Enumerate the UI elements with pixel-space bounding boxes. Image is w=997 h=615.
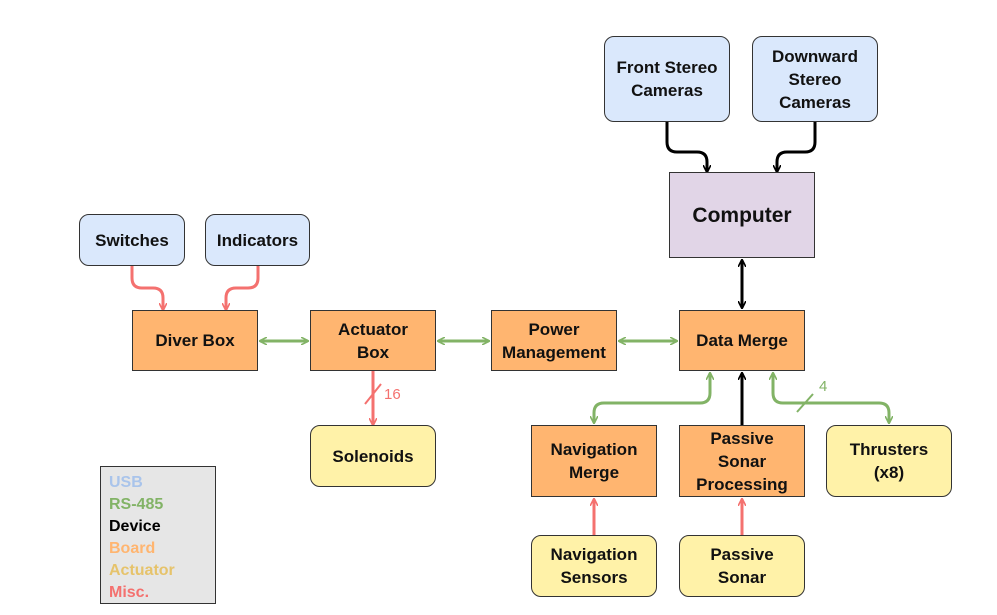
- legend-misc: Misc.: [109, 584, 150, 601]
- bus-label-thrusters: 4: [819, 378, 827, 395]
- legend-actuator: Actuator: [109, 562, 175, 579]
- power-management-node: Power Management: [491, 310, 617, 371]
- navigation-merge-node: Navigation Merge: [531, 425, 657, 497]
- edge-indicators-diverbox: [226, 266, 260, 310]
- legend: USB RS-485 Device Board Actuator Misc.: [100, 466, 216, 604]
- passive-sonar-processing-node: Passive Sonar Processing: [679, 425, 805, 497]
- indicators-node: Indicators: [205, 214, 310, 266]
- actuator-box-node: Actuator Box: [310, 310, 436, 371]
- downward-stereo-cameras-node: Downward Stereo Cameras: [752, 36, 878, 122]
- edge-datamerge-navmerge: [594, 373, 710, 423]
- edge-switches-diverbox: [130, 266, 163, 310]
- legend-usb: USB: [109, 474, 143, 491]
- bus-slash-thrusters: [796, 393, 814, 413]
- computer-node: Computer: [669, 172, 815, 258]
- legend-rs485: RS-485: [109, 496, 164, 513]
- legend-board: Board: [109, 540, 156, 557]
- diver-box-node: Diver Box: [132, 310, 258, 371]
- thrusters-node: Thrusters (x8): [826, 425, 952, 497]
- bus-label-solenoids: 16: [384, 386, 401, 403]
- edge-downward-cameras-computer: [777, 122, 817, 172]
- edge-datamerge-thrusters: [773, 373, 889, 423]
- front-stereo-cameras-node: Front Stereo Cameras: [604, 36, 730, 122]
- switches-node: Switches: [79, 214, 185, 266]
- edge-front-cameras-computer: [665, 122, 707, 172]
- bus-slash-solenoids: [364, 383, 382, 405]
- passive-sonar-node: Passive Sonar: [679, 535, 805, 597]
- legend-device: Device: [109, 518, 161, 535]
- solenoids-node: Solenoids: [310, 425, 436, 487]
- navigation-sensors-node: Navigation Sensors: [531, 535, 657, 597]
- data-merge-node: Data Merge: [679, 310, 805, 371]
